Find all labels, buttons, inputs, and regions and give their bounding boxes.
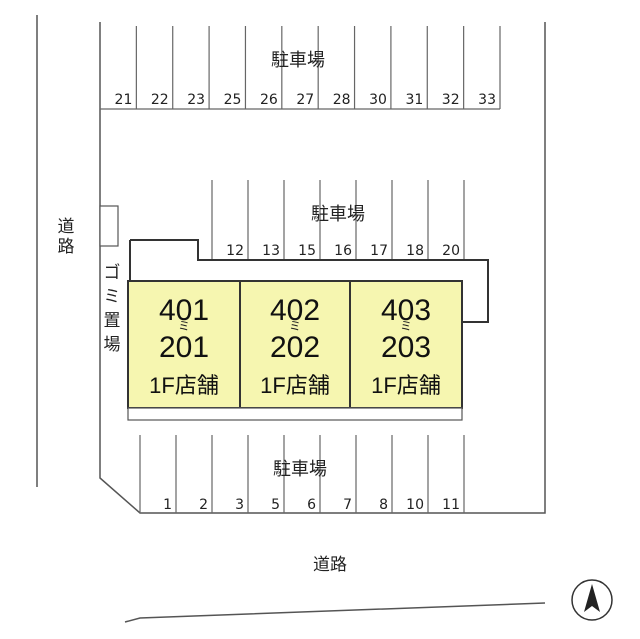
parking-number: 32 — [442, 92, 460, 108]
parking-label-top: 駐車場 — [271, 50, 325, 71]
parking-number: 25 — [224, 92, 242, 108]
unit-ground-floor-label: 1F店舗 — [149, 373, 219, 398]
garbage-area-box — [99, 205, 119, 247]
building-outline — [130, 239, 489, 323]
parking-number: 20 — [442, 243, 460, 259]
north-arrow-icon — [571, 579, 613, 621]
parking-number: 18 — [406, 243, 424, 259]
parking-numbers-middle: 12 13 15 16 17 18 20 — [226, 243, 460, 259]
parking-number: 7 — [343, 497, 352, 513]
parking-number: 11 — [442, 497, 460, 513]
parking-number: 16 — [334, 243, 352, 259]
unit-lower-number: 202 — [270, 331, 320, 364]
unit-lower-number: 201 — [159, 331, 209, 364]
unit-upper-number: 401 — [159, 294, 209, 327]
vertical-char: 路 — [58, 237, 75, 257]
unit-lower-number: 203 — [381, 331, 431, 364]
range-marker: ミ — [289, 319, 301, 333]
parking-number: 22 — [151, 92, 169, 108]
parking-number: 15 — [298, 243, 316, 259]
parking-numbers-bottom: 1 2 3 5 6 7 8 10 11 — [163, 497, 460, 513]
parking-stalls-top — [99, 26, 501, 110]
parking-number: 26 — [260, 92, 278, 108]
range-marker: ミ — [400, 319, 412, 333]
parking-number: 23 — [187, 92, 205, 108]
parking-number: 28 — [333, 92, 351, 108]
unit-upper-number: 403 — [381, 294, 431, 327]
parking-number: 5 — [271, 497, 280, 513]
building-walkway — [127, 407, 463, 421]
parking-number: 8 — [379, 497, 388, 513]
vertical-char: 場 — [104, 335, 121, 355]
range-marker: ミ — [178, 319, 190, 333]
parking-number: 1 — [163, 497, 172, 513]
unit-ground-floor-label: 1F店舗 — [260, 373, 330, 398]
vertical-char: ミ — [104, 287, 121, 307]
parking-number: 3 — [235, 497, 244, 513]
parking-stalls-bottom — [139, 435, 465, 514]
parking-number: 6 — [307, 497, 316, 513]
parking-number: 17 — [370, 243, 388, 259]
parking-numbers-top: 21 22 23 25 26 27 28 30 31 32 33 — [115, 92, 496, 108]
parking-number: 27 — [296, 92, 314, 108]
parking-number: 13 — [262, 243, 280, 259]
vertical-char: 道 — [58, 217, 75, 237]
parking-number: 33 — [478, 92, 496, 108]
parking-number: 2 — [199, 497, 208, 513]
parking-number: 21 — [115, 92, 133, 108]
parking-number: 12 — [226, 243, 244, 259]
parking-number: 30 — [369, 92, 387, 108]
unit-ground-floor-label: 1F店舗 — [371, 373, 441, 398]
road-label-bottom: 道路 — [313, 555, 347, 575]
parking-label-middle: 駐車場 — [311, 204, 365, 225]
vertical-char: 置 — [104, 311, 121, 331]
parking-number: 10 — [406, 497, 424, 513]
parking-number: 31 — [405, 92, 423, 108]
road-edge-bottom — [124, 602, 546, 623]
parking-label-bottom: 駐車場 — [273, 459, 327, 480]
unit-upper-number: 402 — [270, 294, 320, 327]
road-label-left: 道路 — [58, 217, 75, 257]
vertical-char: ゴ — [104, 262, 121, 283]
